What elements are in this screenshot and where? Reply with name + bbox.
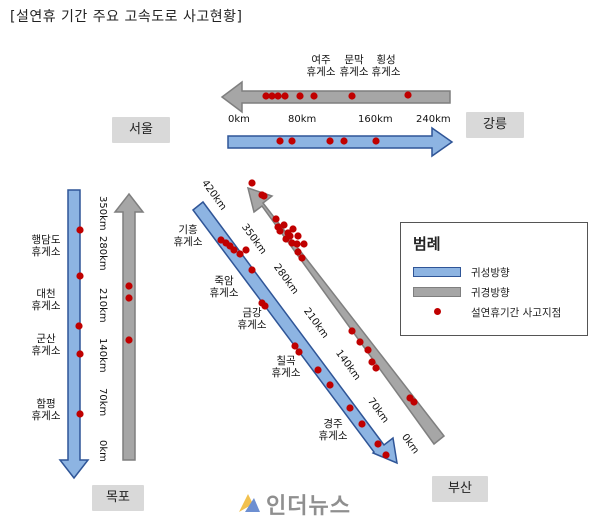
gangneung-return-arrow bbox=[220, 80, 451, 114]
accident-point bbox=[368, 358, 376, 366]
accident-point bbox=[76, 226, 84, 234]
accident-point bbox=[288, 239, 296, 247]
accident-point bbox=[372, 364, 380, 372]
rest-area-giheung: 기흥 휴게소 bbox=[173, 224, 203, 248]
accident-point bbox=[374, 440, 382, 448]
rest-area-haengdamdo: 행담도 휴게소 bbox=[31, 234, 61, 258]
accident-point bbox=[358, 420, 366, 428]
accident-point bbox=[298, 254, 306, 262]
accident-point bbox=[76, 350, 84, 358]
accident-point bbox=[296, 92, 304, 100]
accident-point bbox=[261, 302, 269, 310]
rest-area-chilgok: 칠곡 휴게소 bbox=[271, 355, 301, 379]
legend-title: 범례 bbox=[413, 235, 441, 253]
km-label-gangneung-160: 160km bbox=[358, 114, 393, 125]
accident-point bbox=[268, 92, 276, 100]
legend: 범례 귀성방향 귀경방향 설연휴기간 사고지점 bbox=[400, 222, 588, 336]
accident-point bbox=[326, 137, 334, 145]
accident-point bbox=[274, 92, 282, 100]
mokpo-homebound-arrow bbox=[58, 189, 90, 480]
rest-area-jugam: 죽암 휴게소 bbox=[209, 275, 239, 299]
km-label-gangneung-0: 0km bbox=[228, 114, 250, 125]
page-title: [설연휴 기간 주요 고속도로 사고현황] bbox=[10, 9, 243, 25]
rest-area-munmak: 문막 휴게소 bbox=[339, 54, 369, 78]
accident-point bbox=[76, 410, 84, 418]
accident-point bbox=[276, 137, 284, 145]
city-mokpo: 목포 bbox=[92, 485, 144, 511]
km-label-gangneung-80: 80km bbox=[288, 114, 317, 125]
rest-area-yeoju: 여주 휴게소 bbox=[306, 54, 336, 78]
km-label-gangneung-240: 240km bbox=[416, 114, 451, 125]
rest-area-hampyeong: 함평 휴게소 bbox=[31, 398, 61, 422]
accident-dots bbox=[75, 91, 418, 459]
accident-point bbox=[295, 348, 303, 356]
accident-point bbox=[280, 221, 288, 229]
legend-return-swatch bbox=[413, 287, 461, 297]
accident-point bbox=[289, 225, 297, 233]
city-gangneung: 강릉 bbox=[466, 112, 524, 138]
accident-point bbox=[242, 246, 250, 254]
accident-point bbox=[356, 338, 364, 346]
accident-point bbox=[294, 232, 302, 240]
accident-point bbox=[410, 398, 418, 406]
accident-point bbox=[294, 248, 302, 256]
km-label-mokpo-280: 280km bbox=[97, 236, 108, 271]
legend-homebound-swatch bbox=[413, 267, 461, 277]
accident-point bbox=[248, 179, 256, 187]
accident-point bbox=[276, 227, 284, 235]
city-busan: 부산 bbox=[432, 476, 488, 502]
accident-point bbox=[76, 272, 84, 280]
rest-area-gunsan: 군산 휴게소 bbox=[31, 333, 61, 357]
accident-point bbox=[125, 294, 133, 302]
accident-point bbox=[272, 215, 280, 223]
legend-accident-label: 설연휴기간 사고지점 bbox=[471, 307, 562, 319]
accident-point bbox=[286, 232, 294, 240]
accident-point bbox=[300, 240, 308, 248]
accident-point bbox=[291, 342, 299, 350]
legend-return-label: 귀경방향 bbox=[471, 287, 510, 299]
accident-point bbox=[281, 92, 289, 100]
km-label-mokpo-0: 0km bbox=[97, 440, 108, 462]
accident-point bbox=[382, 451, 390, 459]
accident-point bbox=[260, 192, 268, 200]
mokpo-return-arrow bbox=[113, 192, 145, 461]
km-label-mokpo-210: 210km bbox=[97, 288, 108, 323]
accident-point bbox=[125, 336, 133, 344]
accident-point bbox=[230, 246, 238, 254]
accident-point bbox=[326, 381, 334, 389]
city-seoul: 서울 bbox=[112, 117, 170, 143]
accident-point bbox=[262, 92, 270, 100]
accident-point bbox=[348, 92, 356, 100]
accident-point bbox=[248, 266, 256, 274]
rest-area-geumgang: 금강 휴게소 bbox=[237, 307, 267, 331]
accident-point bbox=[236, 250, 244, 258]
accident-point bbox=[404, 91, 412, 99]
rest-area-daecheon: 대천 휴게소 bbox=[31, 288, 61, 312]
watermark-icon bbox=[239, 494, 260, 512]
accident-point bbox=[125, 282, 133, 290]
busan-homebound-arrow bbox=[191, 200, 398, 465]
accident-point bbox=[372, 137, 380, 145]
rest-area-hoengseong: 횡성 휴게소 bbox=[371, 54, 401, 78]
km-label-mokpo-350: 350km bbox=[97, 196, 108, 231]
accident-point bbox=[348, 327, 356, 335]
accident-point bbox=[310, 92, 318, 100]
accident-point bbox=[364, 346, 372, 354]
accident-point bbox=[75, 322, 83, 330]
rest-area-gyeongju: 경주 휴게소 bbox=[318, 418, 348, 442]
accident-point bbox=[340, 137, 348, 145]
accident-point bbox=[288, 137, 296, 145]
accident-point bbox=[314, 366, 322, 374]
accident-point bbox=[346, 404, 354, 412]
km-label-mokpo-70: 70km bbox=[97, 388, 108, 417]
gangneung-homebound-arrow bbox=[227, 126, 454, 158]
km-label-mokpo-140: 140km bbox=[97, 338, 108, 373]
legend-homebound-label: 귀성방향 bbox=[471, 267, 510, 279]
legend-accident-dot bbox=[434, 308, 441, 315]
watermark-text: 인더뉴스 bbox=[266, 494, 351, 519]
